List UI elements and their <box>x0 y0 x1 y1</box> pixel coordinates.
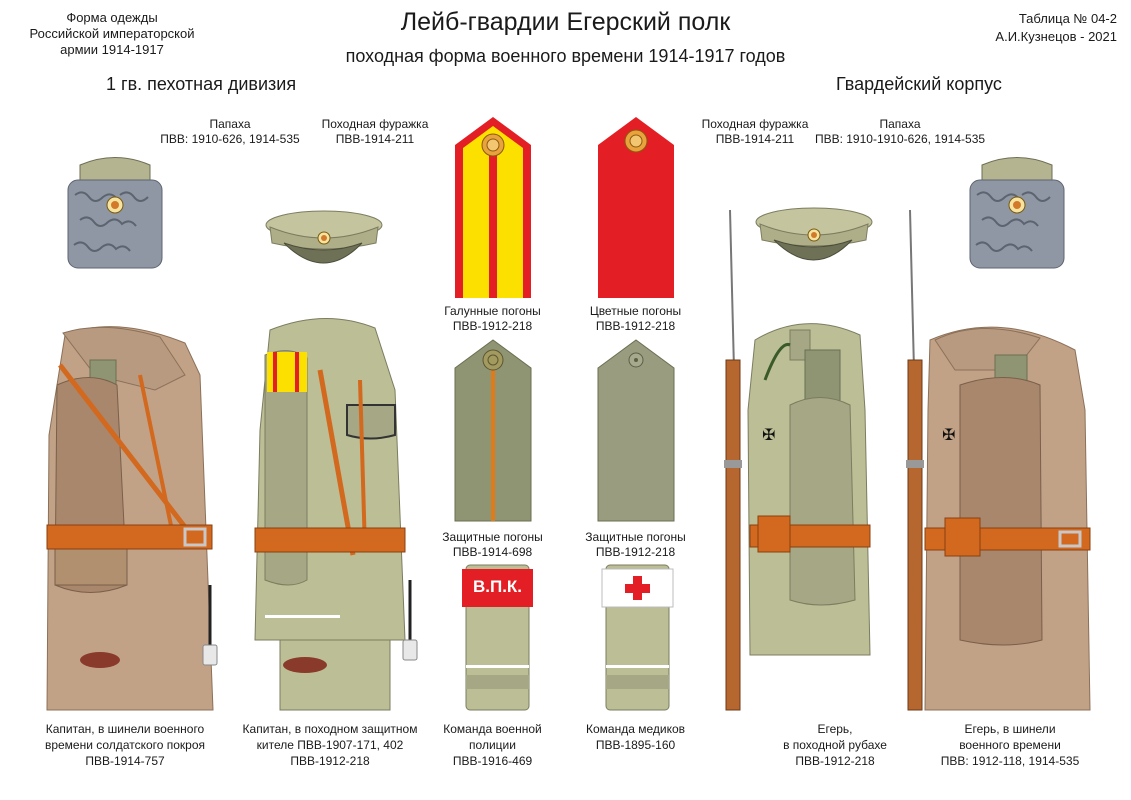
captain-tunic-caption: Капитан, в походном защитном кителе ПВВ-… <box>230 721 430 769</box>
papakha-right-image <box>969 157 1065 269</box>
table-number: Таблица № 04-2 <box>1018 11 1117 26</box>
caption-line: кителе ПВВ-1907-171, 402 <box>256 738 404 752</box>
caption-line: в походной рубахе <box>783 738 887 752</box>
protective-officer-label: Защитные погоны ПВВ-1914-698 <box>425 530 560 560</box>
series-title: Форма одежды Российской императорской ар… <box>12 10 212 58</box>
caption-line: Капитан, в шинели военного <box>45 722 205 736</box>
medic-armband-image <box>601 564 674 711</box>
jaeger-shirt-figure: ✠ <box>724 209 871 711</box>
caption-line: ПВВ-1895-160 <box>595 738 676 752</box>
label-line: ПВВ-1914-211 <box>715 132 795 146</box>
division-label: 1 гв. пехотная дивизия <box>106 74 297 94</box>
cap-left-image <box>265 210 383 264</box>
captain-greatcoat-figure <box>46 326 218 711</box>
captain-greatcoat-caption: Капитан, в шинели военного времени солда… <box>25 721 225 769</box>
caption-line: Егерь, в шинели <box>964 722 1056 736</box>
jaeger-shirt-caption: Егерь, в походной рубахе ПВВ-1912-218 <box>735 721 935 769</box>
galloon-shoulder-board-image <box>455 117 531 298</box>
caption-line: Капитан, в походном защитном <box>242 722 418 736</box>
galloon-label: Галунные погоны ПВВ-1912-218 <box>425 304 560 334</box>
series-line-2: Российской императорской <box>29 26 195 41</box>
caption-line: ПВВ-1914-757 <box>85 754 165 768</box>
label-line: ПВВ: 1910-1910-626, 1914-535 <box>814 132 986 146</box>
papakha-left-image <box>67 157 163 269</box>
caption-line: ПВВ-1912-218 <box>290 754 370 768</box>
caption-line: полиции <box>469 738 516 752</box>
label-line: Защитные погоны <box>585 530 686 544</box>
colored-shoulder-board-image <box>598 117 674 298</box>
caption-line: Команда медиков <box>585 722 686 736</box>
caption-line: времени солдатского покроя <box>44 738 206 752</box>
label-line: ПВВ: 1910-626, 1914-535 <box>160 132 300 146</box>
protective-soldier-board-image <box>597 339 675 522</box>
label-line: ПВВ-1912-218 <box>452 319 533 333</box>
cap-right-image <box>755 207 873 261</box>
author: А.И.Кузнецов - 2021 <box>995 29 1117 44</box>
label-line: ПВВ-1912-218 <box>595 319 676 333</box>
papakha-left-label: Папаха ПВВ: 1910-626, 1914-535 <box>150 117 310 147</box>
label-line: ПВВ-1914-698 <box>452 545 533 559</box>
caption-line: военного времени <box>959 738 1061 752</box>
protective-officer-board-image <box>454 339 532 522</box>
label-line: Цветные погоны <box>589 304 682 318</box>
label-line: Папаха <box>879 117 921 131</box>
protective-soldier-label: Защитные погоны ПВВ-1912-218 <box>568 530 703 560</box>
captain-tunic-figure <box>254 317 418 711</box>
corps-label: Гвардейский корпус <box>836 74 1002 94</box>
label-line: Походная фуражка <box>321 117 429 131</box>
table-info: Таблица № 04-2 А.И.Кузнецов - 2021 <box>917 10 1117 46</box>
caption-line: Егерь, <box>817 722 853 736</box>
label-line: Походная фуражка <box>701 117 809 131</box>
series-line-1: Форма одежды <box>66 10 158 25</box>
jaeger-greatcoat-figure: ✠ <box>906 209 1091 711</box>
police-armband-image <box>462 564 533 711</box>
jaeger-greatcoat-caption: Егерь, в шинели военного времени ПВВ: 19… <box>910 721 1110 769</box>
series-line-3: армии 1914-1917 <box>60 42 164 57</box>
medics-caption: Команда медиков ПВВ-1895-160 <box>568 721 703 753</box>
colored-label: Цветные погоны ПВВ-1912-218 <box>568 304 703 334</box>
label-line: ПВВ-1912-218 <box>595 545 676 559</box>
label-line: Защитные погоны <box>442 530 543 544</box>
caption-line: ПВВ-1916-469 <box>452 754 533 768</box>
caption-line: ПВВ-1912-218 <box>795 754 875 768</box>
caption-line: ПВВ: 1912-118, 1914-535 <box>940 754 1080 768</box>
cross-icon: ✠ <box>762 425 775 444</box>
caption-line: Команда военной <box>443 722 542 736</box>
label-line: Папаха <box>209 117 251 131</box>
cross-icon: ✠ <box>942 425 955 444</box>
page-subtitle: походная форма военного времени 1914-191… <box>345 46 786 66</box>
police-caption: Команда военной полиции ПВВ-1916-469 <box>425 721 560 769</box>
cap-right-label: Походная фуражка ПВВ-1914-211 <box>685 117 825 147</box>
papakha-right-label: Папаха ПВВ: 1910-1910-626, 1914-535 <box>805 117 995 147</box>
label-line: Галунные погоны <box>444 304 541 318</box>
police-armband-text: В.П.К. <box>472 577 523 596</box>
page-title: Лейб-гвардии Егерский полк <box>400 8 731 36</box>
cap-left-label: Походная фуражка ПВВ-1914-211 <box>305 117 445 147</box>
label-line: ПВВ-1914-211 <box>335 132 415 146</box>
